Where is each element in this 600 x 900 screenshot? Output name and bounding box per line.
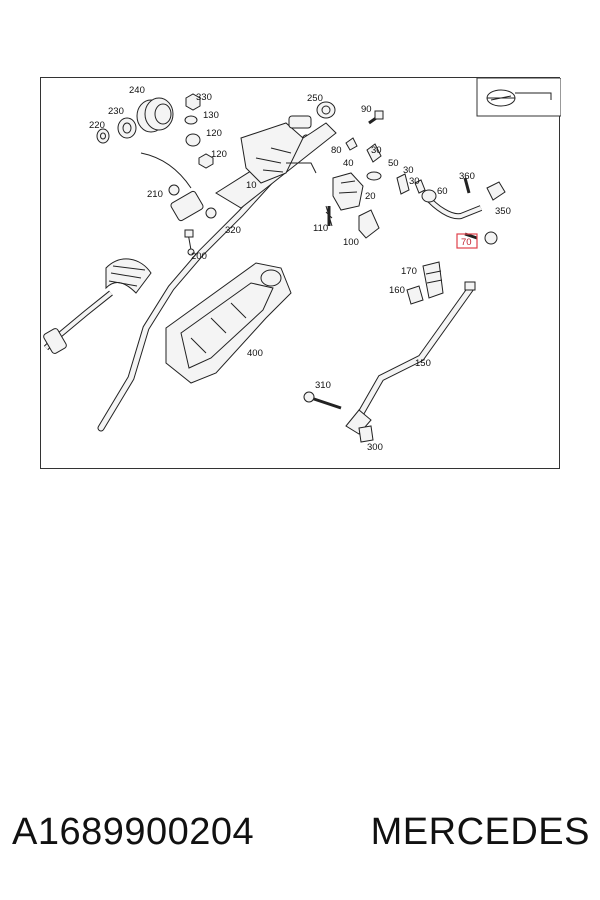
- brand-name: MERCEDES: [370, 810, 590, 853]
- column-cover: [165, 262, 292, 384]
- bushing-parts: [406, 261, 444, 305]
- callout-360: 360: [459, 171, 475, 182]
- callout-230: 230: [108, 106, 124, 117]
- top-left-parts: [96, 93, 214, 189]
- callout-170: 170: [401, 266, 417, 277]
- intermediate-shaft: [345, 281, 476, 435]
- middle-linkage-parts: [325, 137, 426, 239]
- callout-320: 320: [225, 225, 241, 236]
- part-number: A1689900204: [12, 810, 255, 853]
- highlight-box-70: [456, 233, 478, 249]
- callout-310: 310: [315, 380, 331, 391]
- top-mid-parts: [316, 101, 384, 125]
- callout-130: 130: [203, 110, 219, 121]
- callout-60: 60: [437, 186, 448, 197]
- part-footer: A1689900204 MERCEDES: [12, 804, 590, 860]
- callout-100: 100: [343, 237, 359, 248]
- callout-240: 240: [129, 85, 145, 96]
- callout-400: 400: [247, 348, 263, 359]
- callout-220: 220: [89, 120, 105, 131]
- callout-200: 200: [191, 251, 207, 262]
- callout-30-low: 30: [409, 176, 420, 187]
- callout-250: 250: [307, 93, 323, 104]
- callout-30-top: 30: [371, 145, 382, 156]
- steering-column: [97, 115, 337, 432]
- callout-110: 110: [313, 223, 328, 234]
- steering-column-diagram: 240 330 230 130 220 120 120 250 90 10 80…: [43, 78, 561, 453]
- callout-50: 50: [388, 158, 399, 169]
- bolt-bracket-parts: [303, 391, 374, 443]
- callout-150: 150: [415, 358, 431, 369]
- corner-logo: [476, 78, 561, 117]
- callout-90: 90: [361, 104, 372, 115]
- callout-300: 300: [367, 442, 383, 453]
- callout-40: 40: [343, 158, 354, 169]
- callout-330: 330: [196, 92, 212, 103]
- callout-120-upper: 120: [206, 128, 222, 139]
- universal-joint: [168, 184, 217, 256]
- right-linkage-parts: [421, 177, 506, 245]
- callout-350: 350: [495, 206, 511, 217]
- callout-210: 210: [147, 189, 163, 200]
- callout-160: 160: [389, 285, 405, 296]
- callout-20: 20: [365, 191, 376, 202]
- callout-30-mid: 30: [403, 165, 414, 176]
- callout-labels: 240 330 230 130 220 120 120 250 90 10 80…: [89, 85, 511, 453]
- lower-shaft-boot: [43, 258, 152, 354]
- callout-70: 70: [461, 237, 472, 248]
- parts-diagram-frame: 240 330 230 130 220 120 120 250 90 10 80…: [40, 77, 561, 469]
- callout-80: 80: [331, 145, 342, 156]
- callout-120-lower: 120: [211, 149, 227, 160]
- callout-10: 10: [246, 180, 257, 191]
